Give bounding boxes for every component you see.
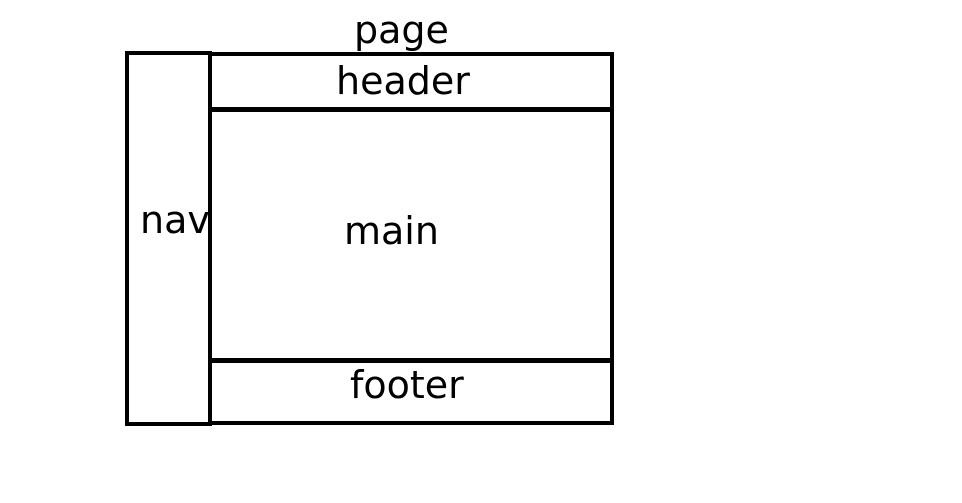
page-label: page <box>354 8 449 52</box>
header-region <box>208 52 614 111</box>
footer-region <box>208 359 614 425</box>
nav-region <box>125 51 212 426</box>
footer-label: footer <box>350 363 464 407</box>
main-label: main <box>344 209 439 253</box>
header-label: header <box>336 59 470 103</box>
nav-label: nav <box>140 198 210 242</box>
